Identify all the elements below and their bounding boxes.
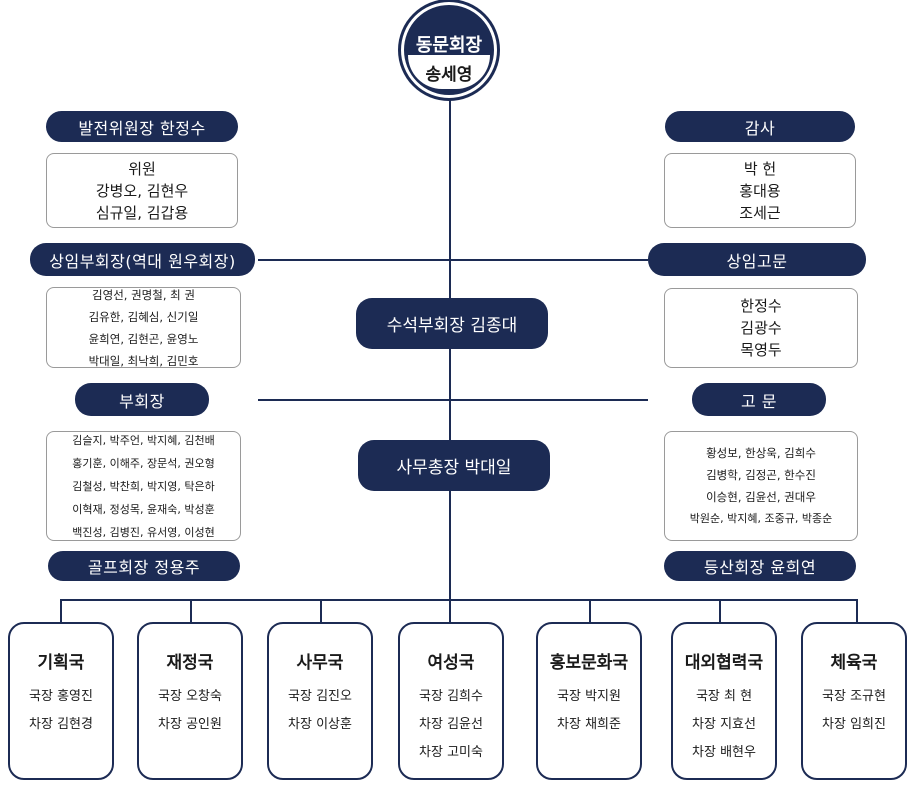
dept-line: 국장 김진오: [288, 689, 352, 704]
standing-advisor-pill: 상임고문: [648, 243, 866, 276]
advisor-line: 황성보, 한상욱, 김희수: [706, 446, 816, 460]
standing-vp-line: 김유한, 김혜심, 신기일: [88, 309, 199, 324]
standing-vp-pill: 상임부회장(역대 원우회장): [30, 243, 255, 276]
dept-name: 사무국: [296, 653, 344, 673]
dept-line: 차장 이상훈: [288, 717, 352, 732]
dept-name: 여성국: [427, 653, 475, 673]
vp-line: 김슬지, 박주언, 박지혜, 김천배: [72, 433, 215, 447]
dept-drop-3: [320, 599, 322, 623]
development-line: 강병오, 김현우: [95, 181, 189, 200]
dept-pr-culture: 홍보문화국 국장 박지원 차장 채희준: [536, 622, 642, 780]
advisor-line: 김병학, 김정곤, 한수진: [706, 468, 816, 482]
dept-finance: 재정국 국장 오창숙 차장 공인원: [137, 622, 243, 780]
dept-line: 국장 최 현: [695, 689, 753, 704]
standing-advisor-line: 한정수: [740, 297, 782, 315]
standing-advisor-card: 한정수 김광수 목영두: [664, 288, 858, 368]
vp-pill: 부회장: [75, 383, 209, 416]
dept-line: 차장 김윤선: [419, 717, 483, 732]
dept-women: 여성국 국장 김희수 차장 김윤선 차장 고미숙: [398, 622, 504, 780]
dept-external-affairs: 대외협력국 국장 최 현 차장 지효선 차장 배현우: [671, 622, 777, 780]
dept-line: 차장 배현우: [692, 745, 756, 760]
advisor-line: 이승현, 김윤선, 권대우: [706, 490, 816, 504]
dept-drop-6: [719, 599, 721, 623]
development-line: 심규일, 김갑용: [95, 203, 189, 222]
dept-drop-7: [856, 599, 858, 623]
audit-pill: 감사: [665, 111, 855, 142]
vp-card: 김슬지, 박주언, 박지혜, 김천배 홍기훈, 이해주, 장문석, 권오형 김철…: [46, 431, 241, 541]
audit-line: 조세근: [739, 203, 781, 222]
standing-row-line: [258, 259, 648, 261]
dept-line: 국장 조규현: [822, 689, 886, 704]
development-line: 위원: [128, 159, 156, 178]
audit-line: 홍대용: [739, 181, 781, 200]
president-title: 동문회장: [415, 35, 483, 56]
advisor-line: 박원순, 박지혜, 조중규, 박종순: [689, 512, 833, 525]
dept-drop-1: [60, 599, 62, 623]
dept-line: 국장 홍영진: [29, 689, 93, 704]
dept-name: 대외협력국: [684, 653, 764, 673]
vp-line: 백진성, 김병진, 유서영, 이성현: [72, 525, 215, 539]
president-circle: 동문회장 송세영: [401, 2, 497, 98]
dept-drop-4: [449, 599, 451, 623]
vp-line: 홍기훈, 이해주, 장문석, 권오형: [72, 456, 215, 470]
standing-vp-card: 김영선, 권명철, 최 권 김유한, 김혜심, 신기일 윤희연, 김현곤, 윤영…: [46, 287, 241, 368]
dept-bus-line: [60, 599, 857, 601]
golf-chair-pill: 골프회장 정용주: [48, 551, 240, 581]
center-spine-line: [449, 98, 451, 601]
dept-line: 차장 공인원: [158, 717, 222, 732]
dept-line: 차장 고미숙: [419, 745, 483, 760]
hiking-chair-pill: 등산회장 윤희연: [664, 551, 856, 581]
dept-line: 국장 박지원: [557, 689, 621, 704]
dept-line: 국장 김희수: [419, 689, 483, 704]
dept-name: 기획국: [37, 653, 85, 673]
dept-sports: 체육국 국장 조규현 차장 임희진: [801, 622, 907, 780]
vp-line: 김철성, 박찬희, 박지영, 탁은하: [72, 479, 215, 493]
standing-advisor-line: 목영두: [740, 341, 782, 359]
audit-line: 박 헌: [743, 159, 777, 178]
vp-row-line: [258, 399, 648, 401]
audit-card: 박 헌 홍대용 조세근: [664, 153, 856, 228]
vp-line: 이혁재, 정성목, 윤재숙, 박성훈: [72, 502, 215, 516]
dept-drop-5: [589, 599, 591, 623]
dept-line: 차장 임희진: [822, 717, 886, 732]
secretary-general-box: 사무총장 박대일: [358, 440, 550, 491]
dept-drop-2: [190, 599, 192, 623]
dept-name: 체육국: [830, 653, 878, 673]
standing-advisor-line: 김광수: [740, 319, 782, 337]
development-members-card: 위원 강병오, 김현우 심규일, 김갑용: [46, 153, 238, 228]
senior-vp-box: 수석부회장 김종대: [356, 298, 548, 349]
dept-line: 차장 지효선: [692, 717, 756, 732]
president-name: 송세영: [408, 55, 490, 89]
dept-name: 홍보문화국: [549, 653, 629, 673]
dept-line: 국장 오창숙: [158, 689, 222, 704]
dept-line: 차장 김현경: [29, 717, 93, 732]
dept-line: 차장 채희준: [557, 717, 621, 732]
standing-vp-line: 박대일, 최낙희, 김민호: [88, 353, 199, 368]
dept-planning: 기획국 국장 홍영진 차장 김현경: [8, 622, 114, 780]
standing-vp-line: 윤희연, 김현곤, 윤영노: [88, 331, 199, 346]
advisor-card: 황성보, 한상욱, 김희수 김병학, 김정곤, 한수진 이승현, 김윤선, 권대…: [664, 431, 858, 541]
development-chair-pill: 발전위원장 한정수: [46, 111, 238, 142]
standing-vp-line: 김영선, 권명철, 최 권: [92, 287, 195, 302]
dept-name: 재정국: [166, 653, 214, 673]
dept-office: 사무국 국장 김진오 차장 이상훈: [267, 622, 373, 780]
advisor-pill: 고 문: [692, 383, 826, 416]
